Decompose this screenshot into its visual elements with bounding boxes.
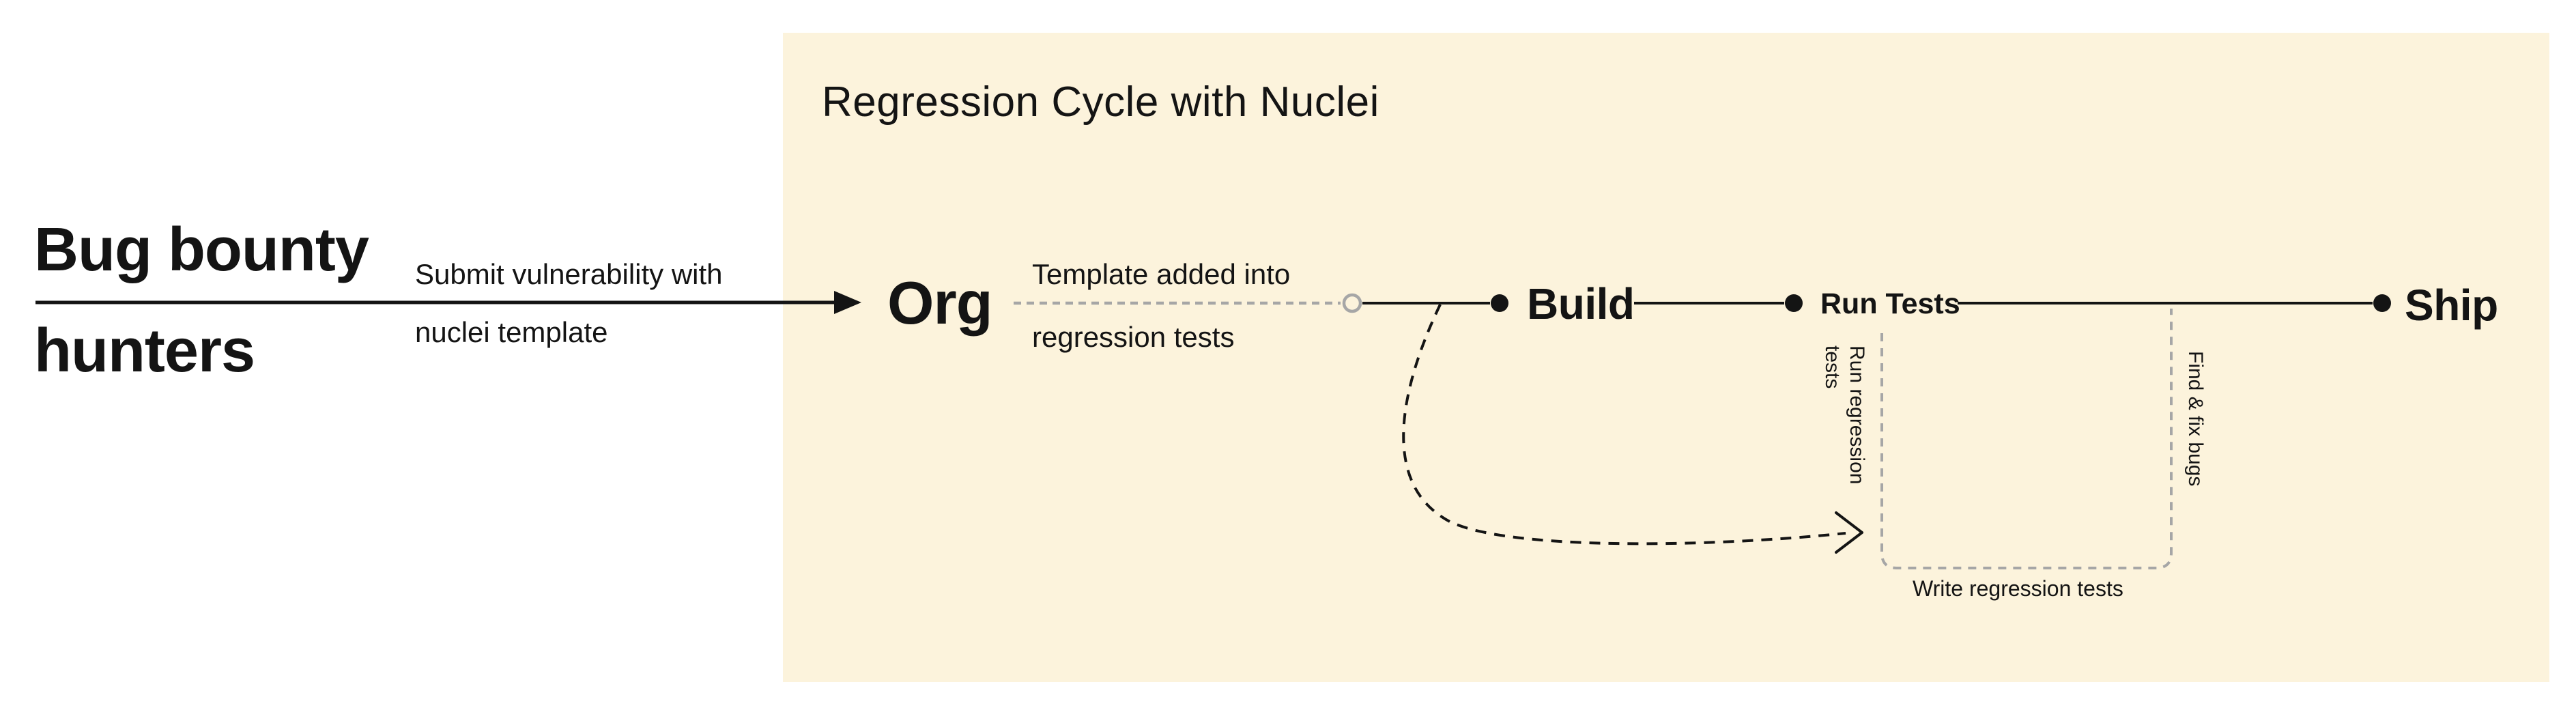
run-tests-node-label: Run Tests	[1820, 287, 1960, 320]
org-edge-label-line2: regression tests	[1032, 321, 1235, 353]
actor-label-line2: hunters	[34, 317, 255, 385]
loop-left-label-line1: Run regression	[1846, 345, 1868, 485]
ship-node-label: Ship	[2405, 281, 2498, 330]
loop-left-label-line2: tests	[1821, 345, 1844, 389]
regression-cycle-panel	[783, 33, 2549, 682]
loop-bottom-label: Write regression tests	[1913, 576, 2123, 601]
loop-right-label: Find & fix bugs	[2184, 351, 2207, 487]
org-node-label: Org	[887, 269, 992, 337]
submit-arrow-label-line1: Submit vulnerability with	[415, 258, 723, 290]
submit-arrow-label-line2: nuclei template	[415, 316, 608, 348]
build-node-label: Build	[1527, 279, 1635, 328]
org-edge-label-line1: Template added into	[1032, 258, 1291, 290]
panel-title: Regression Cycle with Nuclei	[822, 79, 1379, 126]
actor-label-line1: Bug bounty	[34, 216, 369, 284]
loop-left-label: Run regression tests	[1820, 345, 1869, 484]
